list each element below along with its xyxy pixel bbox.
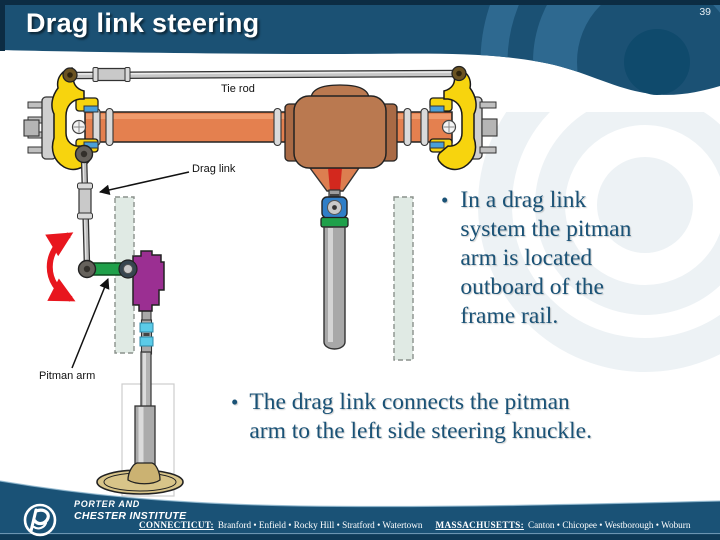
label-tie-rod: Tie rod	[221, 83, 255, 95]
header-logo-circle	[624, 29, 690, 95]
footer-divider-line	[0, 533, 720, 535]
steering-wheel	[96, 462, 184, 495]
right-steering-knuckle	[429, 65, 477, 171]
header-left-strip	[0, 0, 5, 51]
footer-org-name: PORTER AND CHESTER INSTITUTE	[74, 500, 186, 522]
rotation-arrow	[45, 232, 76, 302]
bullet-text: The drag link connects the pitman arm to…	[249, 389, 592, 444]
steering-column	[134, 310, 156, 467]
bullet-dot: •	[231, 390, 239, 414]
footer-org-line1: PORTER AND	[74, 499, 141, 509]
page-title: Drag link steering	[26, 8, 260, 38]
header-top-strip	[0, 0, 720, 5]
footer-cities-ct: Branford • Enfield • Rocky Hill • Stratf…	[217, 520, 423, 530]
pitman-arm-link	[77, 259, 138, 279]
pitman-arm-pointer	[71, 278, 110, 369]
pci-logo-icon	[23, 503, 57, 537]
label-drag-link: Drag link	[192, 163, 236, 175]
footer-band	[0, 481, 720, 540]
footer-org-line2: CHESTER INSTITUTE	[74, 510, 187, 522]
footer-cities-ma: Canton • Chicopee • Westborough • Woburn	[527, 520, 691, 530]
bullet-text: In a drag link system the pitman arm is …	[460, 187, 632, 329]
page-number: 39	[699, 6, 711, 18]
watermark-logo	[478, 112, 720, 372]
drag-link-pointer	[98, 171, 190, 196]
frame-rail-right	[393, 196, 414, 361]
footer-state-ma: MASSACHUSETTS:	[435, 520, 524, 530]
footer-bottom-strip	[0, 534, 720, 540]
footer-locations: CONNECTICUT: Branford • Enfield • Rocky …	[139, 520, 690, 530]
drag-link-rod	[74, 144, 94, 267]
label-pitman-arm: Pitman arm	[39, 370, 96, 382]
steering-gearbox	[132, 250, 165, 312]
bullet-dot: •	[441, 188, 449, 212]
footer-state-ct: CONNECTICUT:	[139, 520, 214, 530]
differential-housing	[284, 84, 398, 169]
driveshaft	[308, 167, 361, 350]
tie-rod-graphic	[69, 67, 460, 82]
left-steering-knuckle	[51, 67, 99, 171]
footer-curve-highlight	[0, 480, 720, 508]
bullet-item: • In a drag link system the pitman arm i…	[441, 186, 642, 331]
bullet-item: • The drag link connects the pitman arm …	[231, 388, 607, 446]
